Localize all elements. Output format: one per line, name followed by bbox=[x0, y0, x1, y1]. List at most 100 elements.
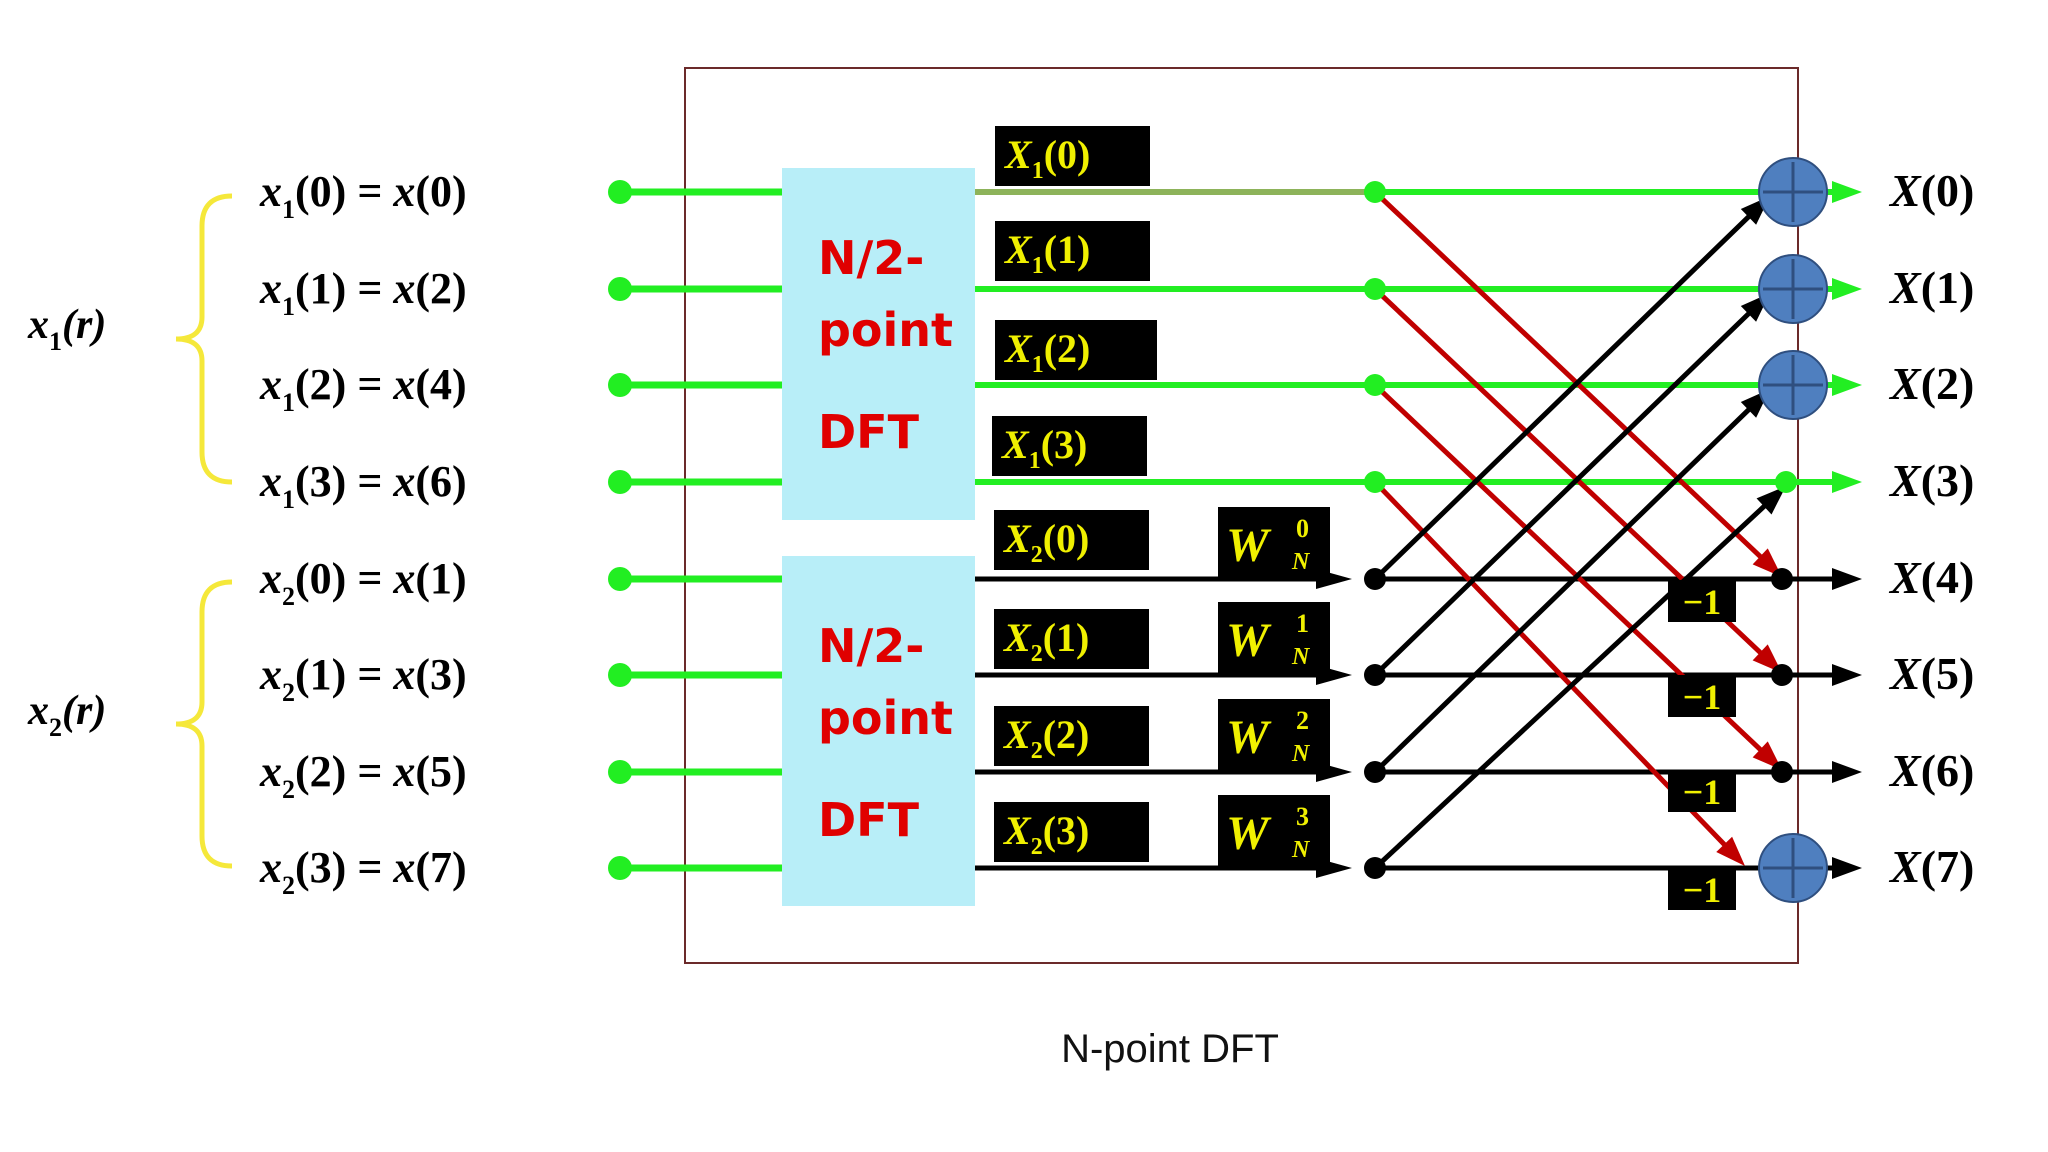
svg-text:−1: −1 bbox=[1683, 772, 1722, 812]
input-label-7: x2(3) = x(7) bbox=[259, 843, 467, 900]
svg-text:X2(1): X2(1) bbox=[1002, 615, 1089, 667]
split-node-5 bbox=[1364, 664, 1386, 686]
dft-block-2 bbox=[782, 556, 975, 906]
red-branch-1-head bbox=[1752, 644, 1782, 673]
dft-block-1-line2: point bbox=[818, 303, 953, 357]
dft-block-1-line1: N/2- bbox=[818, 231, 924, 285]
input-label-4: x2(0) = x(1) bbox=[259, 554, 467, 611]
sum-node-5 bbox=[1771, 664, 1793, 686]
brace-x2 bbox=[175, 579, 233, 869]
butterfly-lines bbox=[1373, 190, 1786, 870]
svg-text:X1(3): X1(3) bbox=[1000, 422, 1087, 474]
split-node-0 bbox=[1364, 181, 1386, 203]
output-line-4-head bbox=[1832, 568, 1862, 590]
svg-text:1: 1 bbox=[1296, 609, 1309, 638]
input-dot-3 bbox=[608, 470, 632, 494]
output-lines bbox=[975, 181, 1862, 879]
input-label-0: x1(0) = x(0) bbox=[259, 167, 467, 224]
caption: N-point DFT bbox=[1061, 1027, 1279, 1071]
output-line-7-head bbox=[1832, 857, 1862, 879]
dft-block-2-line2: point bbox=[818, 691, 953, 745]
output-label-3: X(3) bbox=[1888, 455, 1974, 506]
minus-one-label-2: −1 bbox=[1668, 770, 1736, 812]
group-label-x1: x1(r) bbox=[27, 302, 106, 356]
adder-0-icon bbox=[1758, 157, 1828, 227]
output-line-1-head bbox=[1832, 278, 1862, 300]
svg-text:X1(0): X1(0) bbox=[1003, 132, 1090, 184]
svg-text:X2(2): X2(2) bbox=[1002, 712, 1089, 764]
input-dot-2 bbox=[608, 373, 632, 397]
intermediate-label-0: X1(0) bbox=[995, 126, 1150, 186]
output-line-3-head bbox=[1832, 471, 1862, 493]
svg-text:W: W bbox=[1226, 711, 1272, 764]
input-dot-7 bbox=[608, 856, 632, 880]
black-branch-3 bbox=[1373, 496, 1775, 870]
split-node-6 bbox=[1364, 761, 1386, 783]
dft-block-1-line3: DFT bbox=[818, 405, 920, 459]
output-label-7: X(7) bbox=[1888, 841, 1974, 892]
adder-1-icon bbox=[1758, 254, 1828, 324]
red-branch-0 bbox=[1373, 190, 1771, 567]
svg-text:X2(0): X2(0) bbox=[1002, 516, 1089, 568]
intermediate-label-6: X2(2) bbox=[994, 706, 1149, 766]
svg-text:2: 2 bbox=[1296, 706, 1309, 735]
adder-7-icon bbox=[1758, 833, 1828, 903]
minus-one-label-0: −1 bbox=[1668, 580, 1736, 622]
input-label-1: x1(1) = x(2) bbox=[259, 264, 467, 321]
intermediate-label-7: X2(3) bbox=[994, 802, 1149, 862]
svg-text:−1: −1 bbox=[1683, 870, 1722, 910]
intermediate-label-1: X1(1) bbox=[995, 221, 1150, 281]
svg-text:N: N bbox=[1291, 837, 1311, 863]
output-label-1: X(1) bbox=[1888, 262, 1974, 313]
svg-text:0: 0 bbox=[1296, 514, 1309, 543]
red-branch-3-head bbox=[1716, 836, 1745, 866]
output-label-5: X(5) bbox=[1888, 648, 1974, 699]
input-braces bbox=[175, 193, 233, 869]
nodes bbox=[608, 157, 1828, 903]
input-dot-1 bbox=[608, 277, 632, 301]
svg-text:N: N bbox=[1291, 741, 1311, 767]
brace-x1 bbox=[175, 193, 233, 485]
input-label-3: x1(3) = x(6) bbox=[259, 457, 467, 514]
svg-text:N: N bbox=[1291, 644, 1311, 670]
minus-one-label-1: −1 bbox=[1668, 675, 1736, 717]
red-branch-2-head bbox=[1752, 741, 1782, 770]
black-branch-0 bbox=[1373, 206, 1759, 581]
input-dot-0 bbox=[608, 180, 632, 204]
group-label-x2: x2(r) bbox=[27, 688, 106, 742]
svg-text:X2(3): X2(3) bbox=[1002, 808, 1089, 860]
intermediate-label-3: X1(3) bbox=[992, 416, 1147, 476]
svg-text:3: 3 bbox=[1296, 802, 1309, 831]
input-label-2: x1(2) = x(4) bbox=[259, 360, 467, 417]
split-node-1 bbox=[1364, 278, 1386, 300]
sum-node-6 bbox=[1771, 761, 1793, 783]
output-line-2-head bbox=[1832, 374, 1862, 396]
sum-node-3 bbox=[1775, 471, 1797, 493]
svg-text:N: N bbox=[1291, 549, 1311, 575]
svg-text:X1(1): X1(1) bbox=[1003, 227, 1090, 279]
dft-block-1 bbox=[782, 168, 975, 520]
output-label-0: X(0) bbox=[1888, 165, 1974, 216]
input-label-5: x2(1) = x(3) bbox=[259, 650, 467, 707]
labels: x1(r) x2(r) x1(0) = x(0) x1(1) = x(2) x1(2) … bbox=[27, 126, 1974, 910]
svg-text:W: W bbox=[1226, 519, 1272, 572]
intermediate-label-5: X2(1) bbox=[994, 609, 1149, 669]
input-dot-4 bbox=[608, 567, 632, 591]
svg-text:X1(2): X1(2) bbox=[1003, 326, 1090, 378]
output-label-2: X(2) bbox=[1888, 358, 1974, 409]
output-line-0-head bbox=[1832, 181, 1862, 203]
sum-node-4 bbox=[1771, 568, 1793, 590]
input-dot-6 bbox=[608, 760, 632, 784]
split-node-3 bbox=[1364, 471, 1386, 493]
svg-text:−1: −1 bbox=[1683, 582, 1722, 622]
intermediate-label-4: X2(0) bbox=[994, 510, 1149, 570]
svg-text:W: W bbox=[1226, 807, 1272, 860]
split-node-4 bbox=[1364, 568, 1386, 590]
dft-frame bbox=[684, 67, 1799, 964]
minus-one-label-3: −1 bbox=[1668, 868, 1736, 910]
adder-2-icon bbox=[1758, 350, 1828, 420]
black-branch-3-head bbox=[1756, 486, 1786, 515]
